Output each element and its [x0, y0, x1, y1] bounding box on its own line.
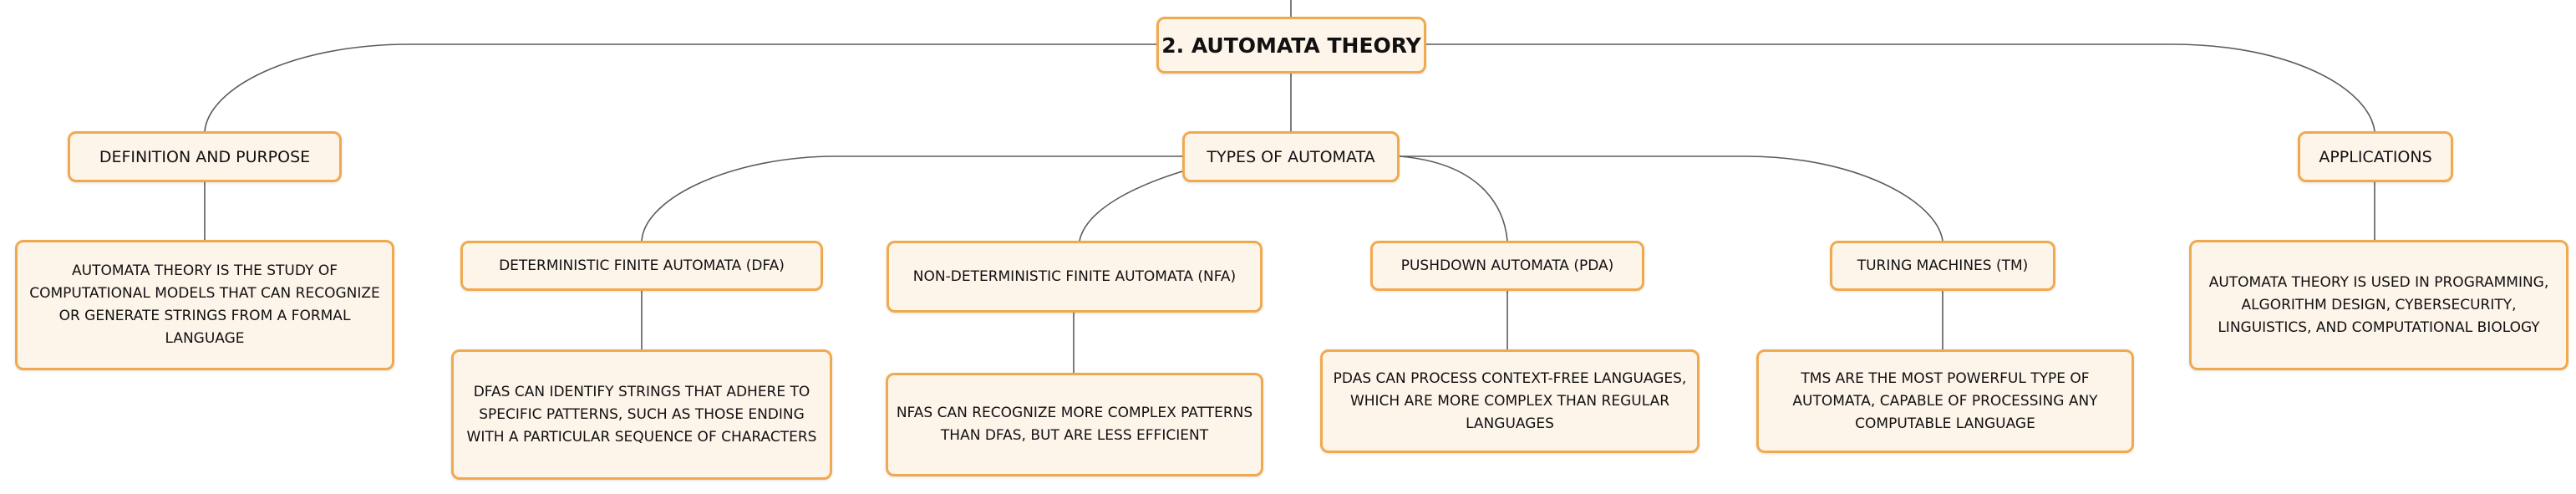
root-node[interactable]: 2. AUTOMATA THEORY [1156, 17, 1426, 74]
dfa-detail-text: DFAS CAN IDENTIFY STRINGS THAT ADHERE TO… [466, 383, 817, 446]
definition-detail-node[interactable]: AUTOMATA THEORY IS THE STUDY OF COMPUTAT… [15, 240, 394, 370]
types-node[interactable]: TYPES OF AUTOMATA [1182, 131, 1400, 182]
edge-root-applications [1425, 43, 2375, 132]
applications-node-label: APPLICATIONS [2319, 147, 2432, 166]
definition-node[interactable]: DEFINITION AND PURPOSE [68, 131, 342, 182]
types-node-label: TYPES OF AUTOMATA [1207, 147, 1375, 166]
nfa-detail-text: NFAS CAN RECOGNIZE MORE COMPLEX PATTERNS… [896, 405, 1253, 444]
pda-node[interactable]: PUSHDOWN AUTOMATA (PDA) [1370, 241, 1644, 291]
pda-node-label: PUSHDOWN AUTOMATA (PDA) [1400, 257, 1614, 274]
edge-root-definition [204, 43, 1156, 132]
edge-types-pda [1399, 155, 1508, 242]
definition-node-label: DEFINITION AND PURPOSE [99, 147, 311, 166]
tm-detail-text: TMS ARE THE MOST POWERFUL TYPE OF AUTOMA… [1792, 369, 2098, 432]
root-node-label: 2. AUTOMATA THEORY [1161, 33, 1421, 58]
nfa-node[interactable]: NON-DETERMINISTIC FINITE AUTOMATA (NFA) [887, 241, 1263, 313]
tm-node[interactable]: TURING MACHINES (TM) [1830, 241, 2055, 291]
nfa-detail-node[interactable]: NFAS CAN RECOGNIZE MORE COMPLEX PATTERNS… [886, 373, 1263, 476]
edge-types-dfa [641, 155, 1182, 242]
edge-types-tm [1400, 155, 1943, 242]
definition-detail-text: AUTOMATA THEORY IS THE STUDY OF COMPUTAT… [29, 262, 380, 347]
dfa-node-label: DETERMINISTIC FINITE AUTOMATA (DFA) [499, 257, 785, 274]
pda-detail-node[interactable]: PDAS CAN PROCESS CONTEXT-FREE LANGUAGES,… [1320, 349, 1700, 453]
edge-types-nfa [1079, 171, 1183, 242]
tm-detail-node[interactable]: TMS ARE THE MOST POWERFUL TYPE OF AUTOMA… [1756, 349, 2134, 453]
applications-node[interactable]: APPLICATIONS [2298, 131, 2453, 182]
tm-node-label: TURING MACHINES (TM) [1857, 257, 2029, 274]
pda-detail-text: PDAS CAN PROCESS CONTEXT-FREE LANGUAGES,… [1333, 369, 1687, 432]
applications-detail-text: AUTOMATA THEORY IS USED IN PROGRAMMING, … [2208, 273, 2549, 336]
nfa-node-label: NON-DETERMINISTIC FINITE AUTOMATA (NFA) [912, 268, 1237, 285]
applications-detail-node[interactable]: AUTOMATA THEORY IS USED IN PROGRAMMING, … [2189, 240, 2568, 370]
dfa-node[interactable]: DETERMINISTIC FINITE AUTOMATA (DFA) [460, 241, 823, 291]
dfa-detail-node[interactable]: DFAS CAN IDENTIFY STRINGS THAT ADHERE TO… [451, 349, 832, 480]
